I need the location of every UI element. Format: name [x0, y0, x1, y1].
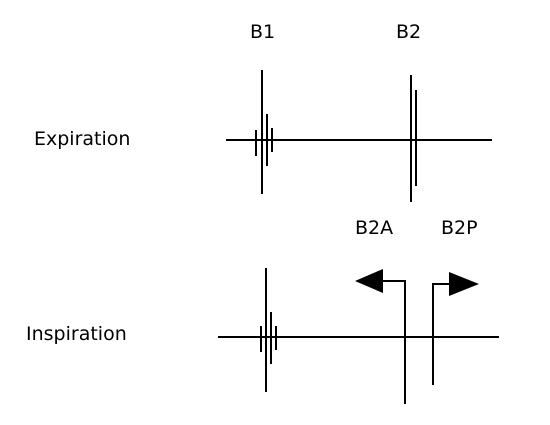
- b2a-stroke-with-arrow-shaft: [382, 280, 406, 404]
- b2p-stroke-with-arrow-shaft: [432, 283, 450, 385]
- b2a-left-arrow-icon: [355, 269, 383, 293]
- label-b2p: B2P: [441, 217, 478, 239]
- label-inspiration: Inspiration: [26, 323, 127, 345]
- label-b1: B1: [250, 21, 275, 43]
- label-b2: B2: [396, 21, 421, 43]
- inspiration-trace: [218, 268, 499, 404]
- label-b2a: B2A: [355, 217, 393, 239]
- expiration-trace: [226, 70, 492, 202]
- b2p-right-arrow-icon: [449, 272, 479, 296]
- label-expiration: Expiration: [34, 128, 130, 150]
